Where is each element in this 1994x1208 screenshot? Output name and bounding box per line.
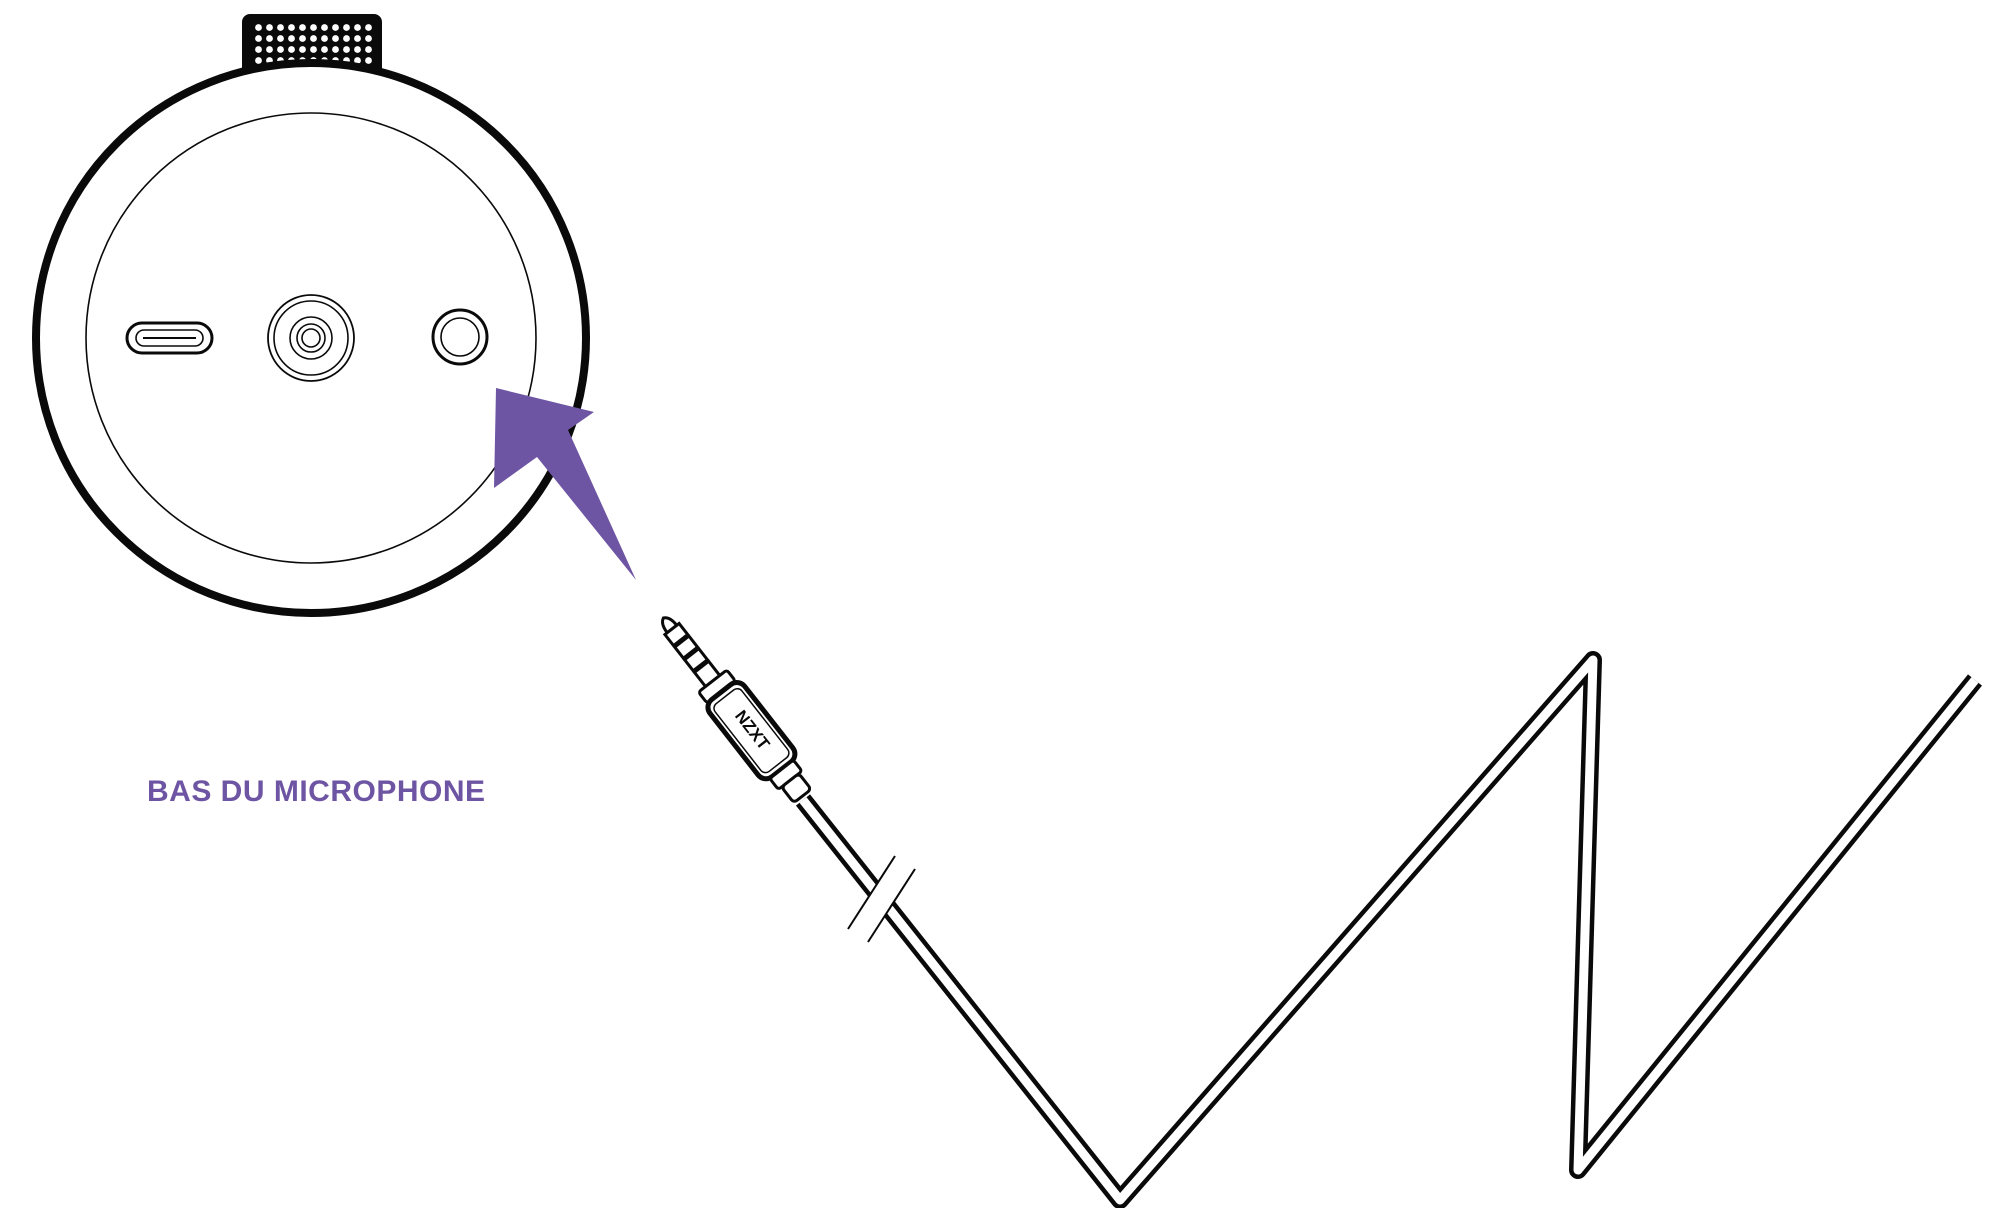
- cable-break-mark-icon: [847, 855, 916, 943]
- cable: [795, 651, 1982, 1208]
- audio-jack-plug-icon: NZXT: [661, 616, 812, 803]
- headphone-jack-icon: [431, 308, 489, 366]
- caption-label: BAS DU MICROPHONE: [147, 775, 486, 808]
- usb-c-port-icon: [125, 321, 214, 355]
- gain-knob-icon: [242, 14, 382, 76]
- arrow-icon: [494, 388, 636, 580]
- mount-thread-icon: [267, 294, 355, 382]
- microphone-bottom: [32, 59, 590, 617]
